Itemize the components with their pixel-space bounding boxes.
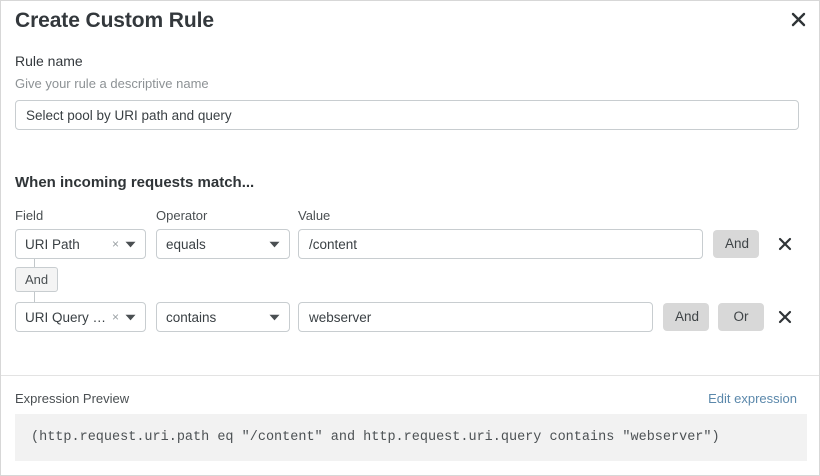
condition-connector: And xyxy=(15,259,75,303)
section-divider xyxy=(1,375,819,376)
clear-icon[interactable]: × xyxy=(111,310,119,324)
value-input-1[interactable] xyxy=(298,229,703,259)
edit-expression-link[interactable]: Edit expression xyxy=(708,391,797,406)
field-select-1[interactable]: URI Path × xyxy=(15,229,146,259)
operator-select-1[interactable]: equals xyxy=(156,229,290,259)
chevron-down-icon[interactable] xyxy=(125,314,145,321)
add-and-condition-button-1[interactable]: And xyxy=(713,230,759,258)
page-title: Create Custom Rule xyxy=(15,9,214,32)
add-or-condition-button-2[interactable]: Or xyxy=(718,303,764,331)
conditions-heading: When incoming requests match... xyxy=(15,174,255,191)
chevron-down-icon[interactable] xyxy=(269,314,289,321)
clear-icon[interactable]: × xyxy=(111,237,119,251)
operator-select-2[interactable]: contains xyxy=(156,302,290,332)
condition-row: URI Path × equals And xyxy=(1,229,819,259)
rule-name-label: Rule name xyxy=(15,53,83,69)
expression-preview-code: (http.request.uri.path eq "/content" and… xyxy=(15,414,807,461)
delete-condition-button-2[interactable] xyxy=(773,304,797,330)
column-header-value: Value xyxy=(298,208,331,223)
field-select-2[interactable]: URI Query St… × xyxy=(15,302,146,332)
add-and-condition-button-2[interactable]: And xyxy=(663,303,709,331)
operator-select-1-value: equals xyxy=(166,236,206,252)
delete-condition-button-1[interactable] xyxy=(773,231,797,257)
expression-preview-label: Expression Preview xyxy=(15,391,130,406)
condition-row: URI Query St… × contains And Or xyxy=(1,302,819,332)
field-select-1-value: URI Path xyxy=(25,236,80,252)
field-select-2-value: URI Query St… xyxy=(25,309,110,325)
close-icon[interactable] xyxy=(787,8,809,30)
value-input-2[interactable] xyxy=(298,302,653,332)
column-header-field: Field xyxy=(15,208,44,223)
column-header-operator: Operator xyxy=(156,208,208,223)
chevron-down-icon[interactable] xyxy=(269,241,289,248)
rule-name-input[interactable] xyxy=(15,100,799,130)
chevron-down-icon[interactable] xyxy=(125,241,145,248)
rule-name-help-text: Give your rule a descriptive name xyxy=(15,76,209,91)
connector-and-chip[interactable]: And xyxy=(15,267,59,292)
operator-select-2-value: contains xyxy=(166,309,217,325)
